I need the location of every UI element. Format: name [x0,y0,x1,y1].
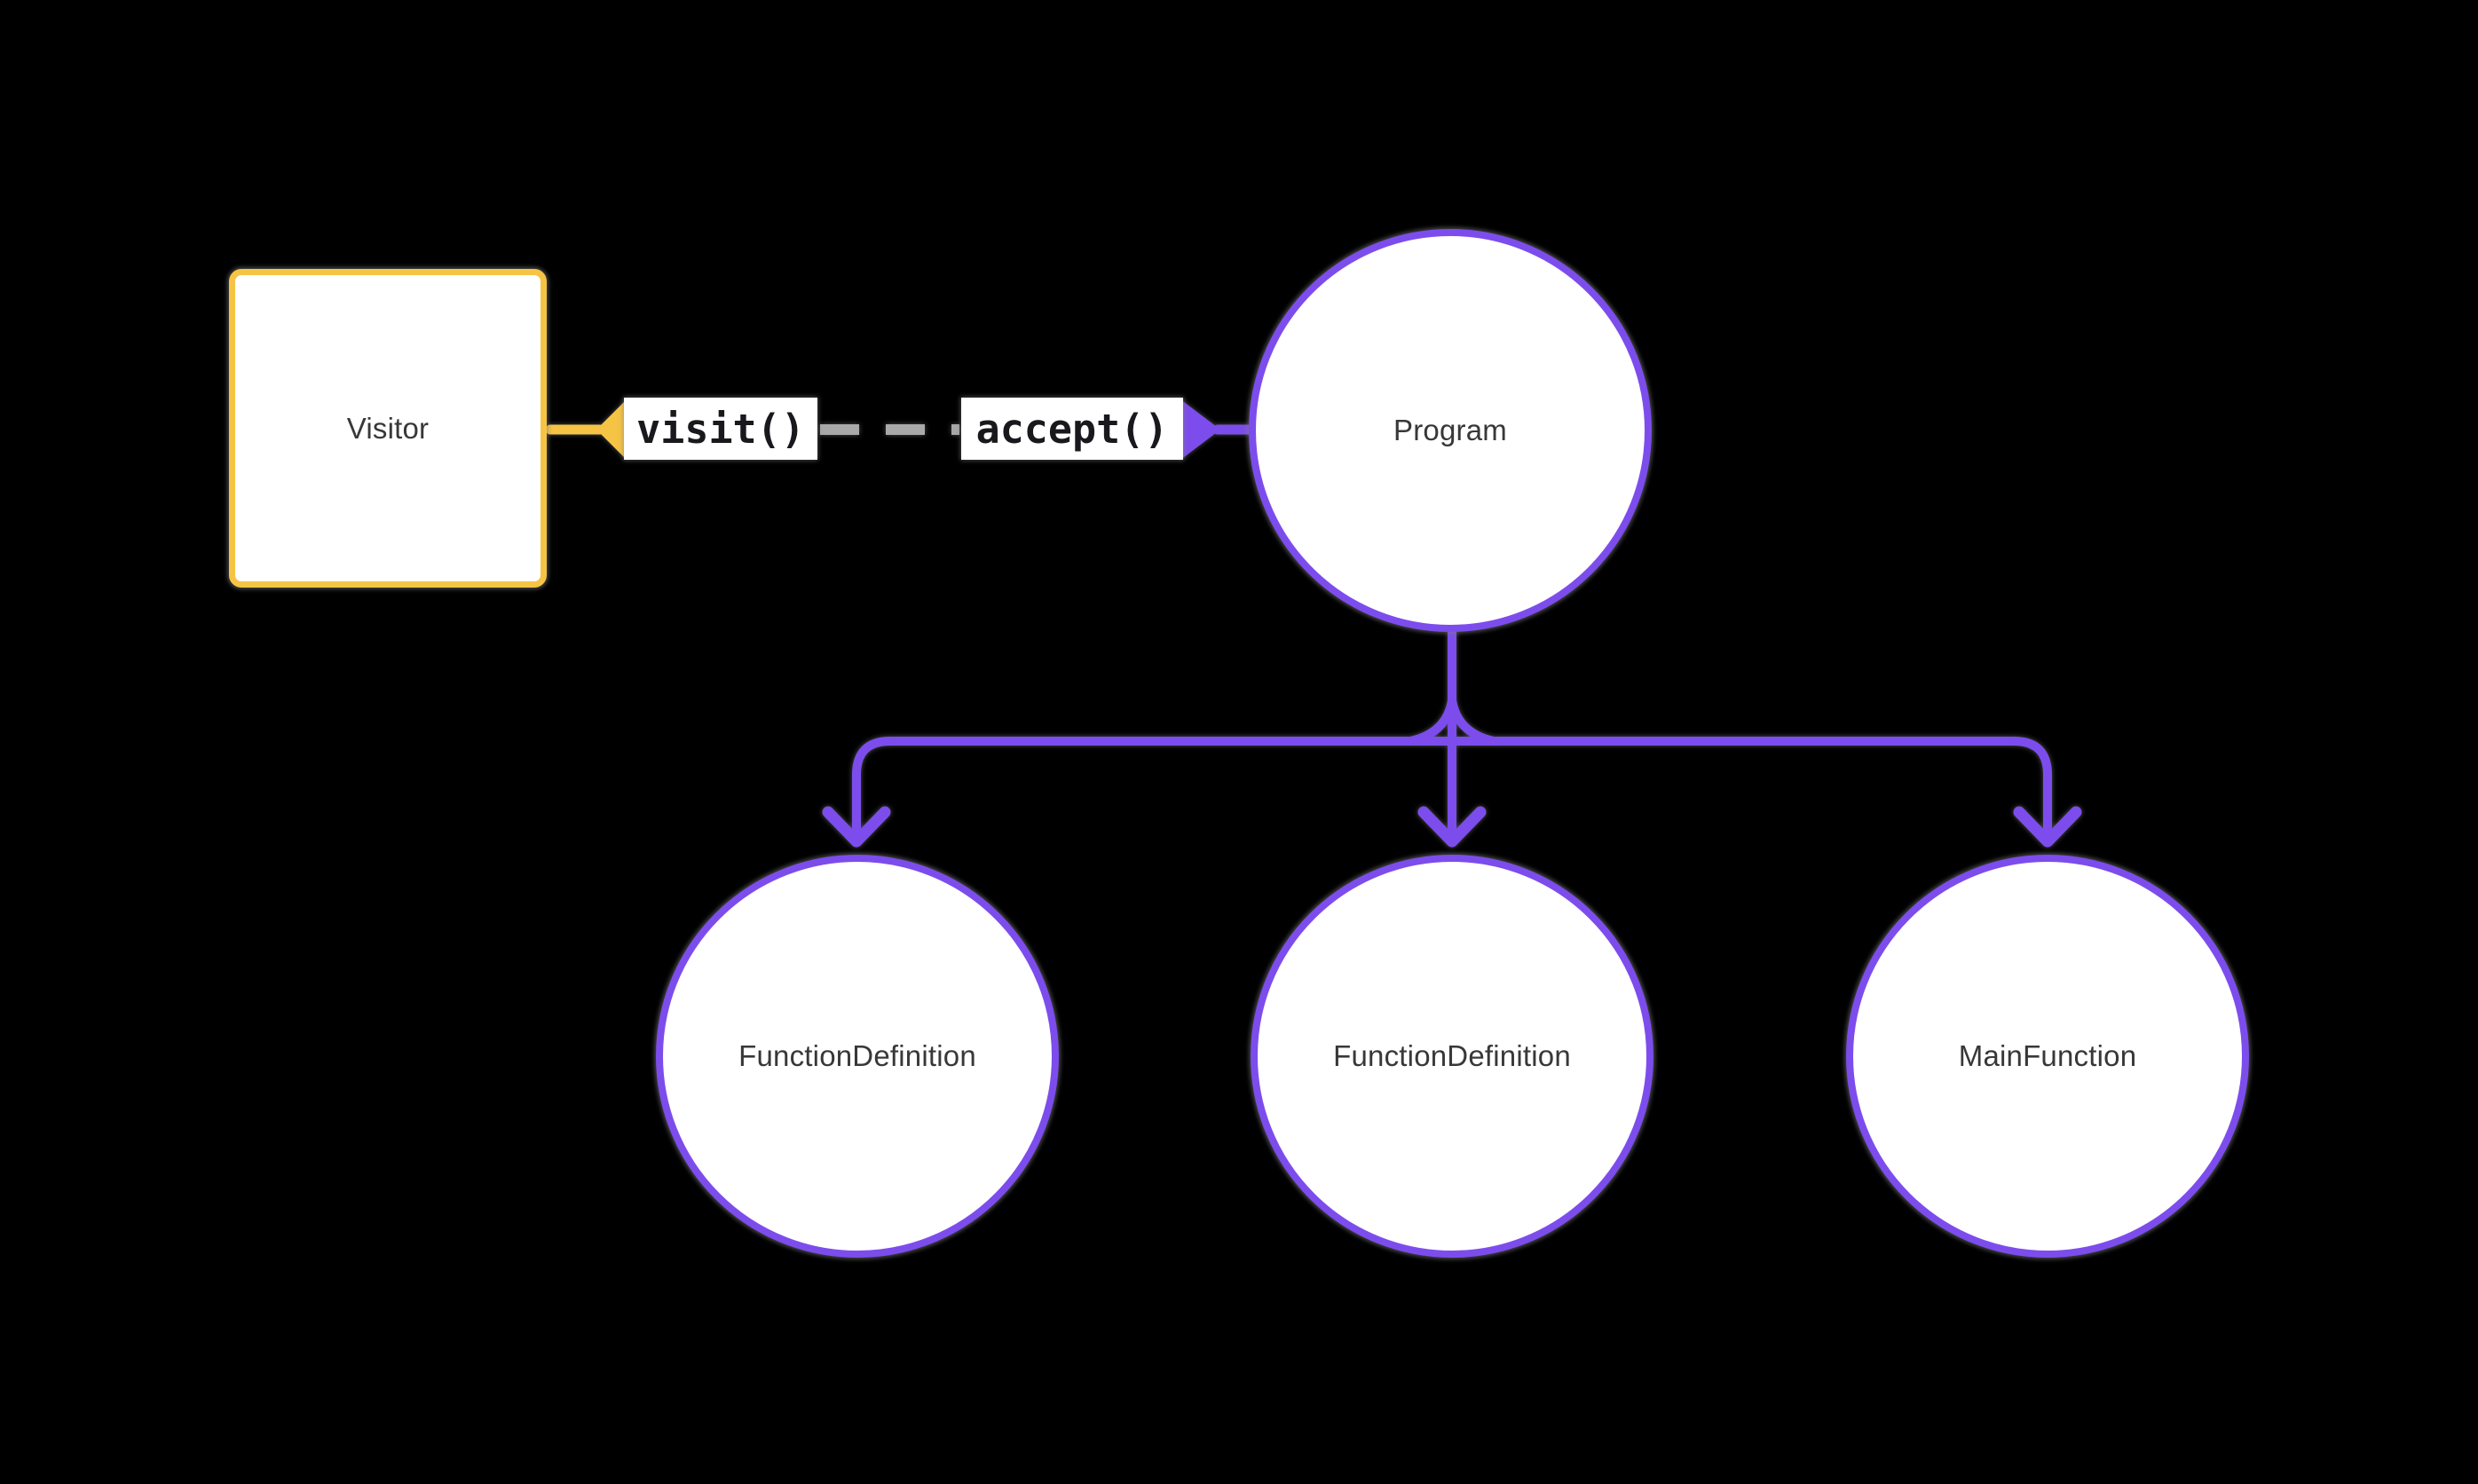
node-main-function: MainFunction [1846,855,2249,1258]
edge-label-visit: visit() [624,398,817,460]
accept-arrowhead-right-icon [1180,399,1220,460]
node-visitor: Visitor [229,269,547,588]
node-program-label: Program [1393,414,1507,446]
node-main-function-label: MainFunction [1958,1039,2137,1072]
edge-label-accept-text: accept() [975,405,1169,453]
node-function-definition-1-label: FunctionDefinition [738,1039,976,1072]
stem-flare-left [1406,696,1456,746]
node-visitor-label: Visitor [346,411,430,445]
edge-visit-to-visitor [545,399,627,460]
edge-program-to-children [822,628,2082,848]
visit-arrowhead-left-icon [596,399,627,460]
edge-label-accept: accept() [961,398,1183,460]
stem-flare-right [1448,696,1498,746]
node-program: Program [1249,229,1652,632]
branch-rail-path [852,737,2052,837]
edge-accept-to-program [1180,399,1255,460]
node-function-definition-2-label: FunctionDefinition [1333,1039,1571,1072]
arrowhead-down-left-icon [822,806,891,848]
arrowhead-down-middle-icon [1417,806,1487,848]
node-function-definition-1: FunctionDefinition [656,855,1059,1258]
arrowhead-down-right-icon [2013,806,2082,848]
edge-label-visit-text: visit() [636,405,805,453]
node-function-definition-2: FunctionDefinition [1251,855,1653,1258]
